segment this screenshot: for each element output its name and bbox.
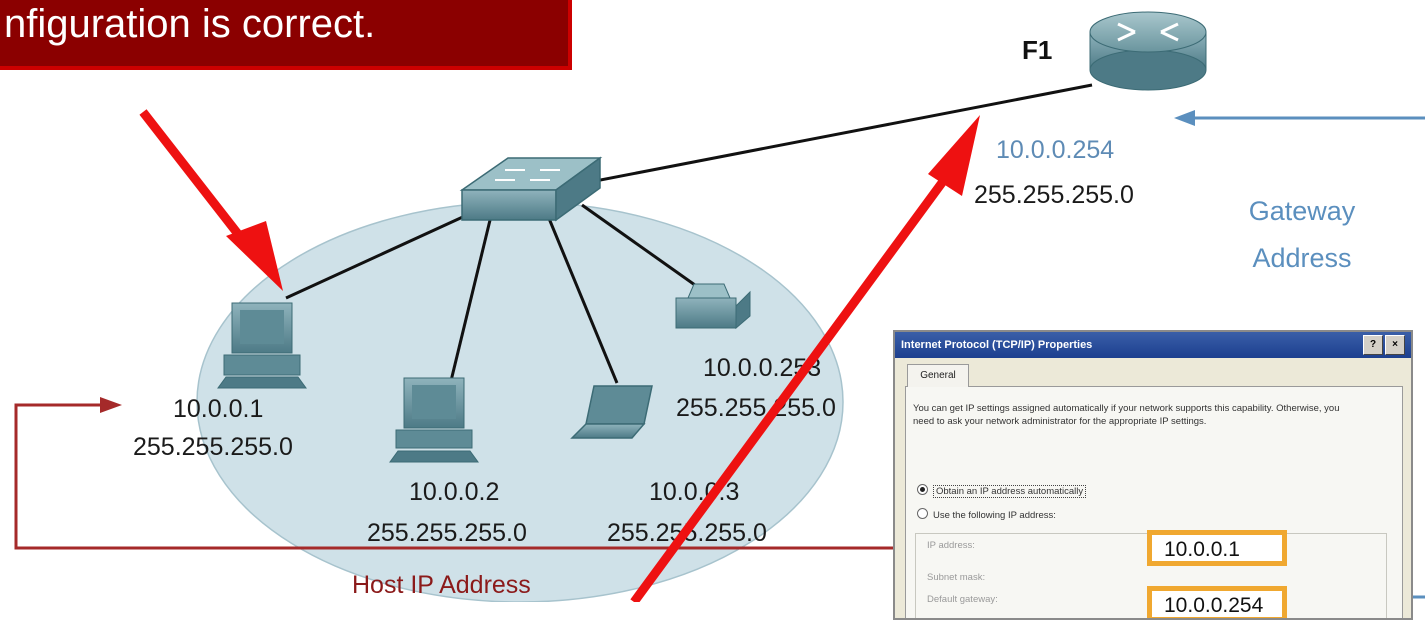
dialog-panel (905, 386, 1403, 618)
host-ip-connector (14, 403, 1142, 550)
cable-switch-pc1 (285, 208, 479, 300)
radio-use-following-label: Use the following IP address: (933, 510, 1056, 521)
printer-icon (675, 283, 751, 330)
red-arrow-to-router (630, 115, 980, 602)
banner-text: nfiguration is correct. (4, 2, 376, 46)
host-ip-arrowhead (100, 397, 122, 413)
dialog-titlebar: Internet Protocol (TCP/IP) Properties ? … (895, 332, 1411, 358)
dialog-title: Internet Protocol (TCP/IP) Properties (901, 339, 1093, 351)
subnet-mask-field-label: Subnet mask: (927, 572, 986, 583)
default-gateway-field-label: Default gateway: (927, 594, 998, 605)
radio-unselected-icon (917, 508, 928, 519)
dialog-description: You can get IP settings assigned automat… (913, 403, 1340, 427)
router-icon (1089, 11, 1207, 91)
router-label: F1 (1022, 35, 1053, 65)
ip-address-field-label: IP address: (927, 540, 975, 551)
radio-use-following[interactable]: Use the following IP address: (917, 508, 1056, 521)
tcpip-properties-dialog: Internet Protocol (TCP/IP) Properties ? … (893, 330, 1413, 620)
cable-switch-pc2 (448, 215, 493, 386)
cable-switch-printer (581, 203, 703, 292)
radio-obtain-auto-label: Obtain an IP address automatically (933, 485, 1087, 498)
tab-general[interactable]: General (907, 364, 969, 387)
gateway-arrowhead (1174, 110, 1195, 126)
radio-selected-icon (917, 484, 928, 495)
close-button[interactable]: × (1385, 335, 1405, 355)
ip-address-field[interactable]: 10.0.0.1 (1147, 530, 1287, 566)
host1-mask: 255.255.255.0 (133, 433, 293, 461)
laptop-icon (570, 385, 653, 439)
red-arrow-to-pc (139, 109, 283, 291)
router-mask: 255.255.255.0 (974, 181, 1134, 209)
pc-icon (389, 377, 479, 463)
ip-address-value: 10.0.0.1 (1164, 538, 1240, 561)
cable-switch-router (527, 83, 1093, 196)
radio-obtain-auto[interactable]: Obtain an IP address automatically (917, 484, 1087, 498)
pc-icon (217, 302, 307, 389)
host1-ip: 10.0.0.1 (173, 395, 264, 423)
switch-icon (459, 156, 603, 222)
host2-mask: 255.255.255.0 (367, 519, 527, 547)
gateway-label-line2: Address (1252, 243, 1352, 273)
host-ip-address-label: Host IP Address (352, 571, 531, 599)
help-button[interactable]: ? (1363, 335, 1383, 355)
cable-switch-laptop (546, 215, 619, 384)
instruction-banner: nfiguration is correct. (0, 0, 572, 70)
host4-mask: 255.255.255.0 (676, 394, 836, 422)
host2-ip: 10.0.0.2 (409, 478, 500, 506)
router-ip: 10.0.0.254 (996, 136, 1115, 164)
gateway-label-line1: Gateway (1248, 196, 1356, 226)
